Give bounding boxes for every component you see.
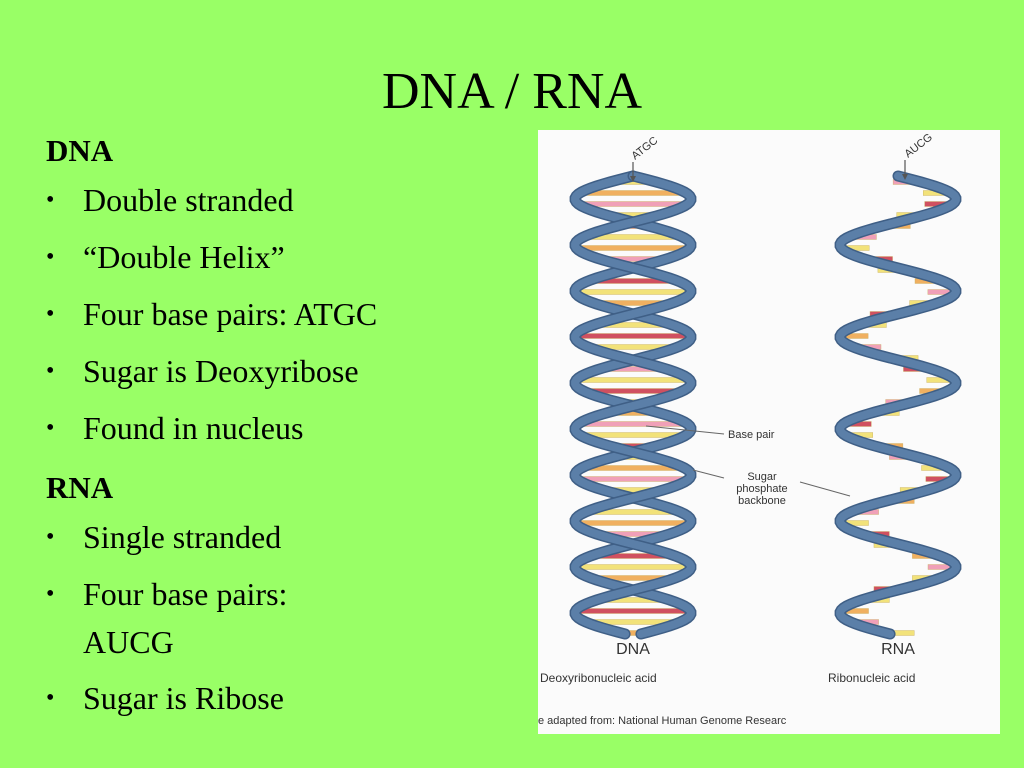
rna-single-strand xyxy=(834,170,962,640)
bullet-text: Found in nucleus xyxy=(83,410,304,446)
dna-double-helix xyxy=(569,170,697,640)
backbone-pointer-left xyxy=(692,469,725,479)
base-pair xyxy=(576,476,690,482)
base-pair xyxy=(576,245,690,251)
list-item: • “Double Helix” xyxy=(46,229,516,286)
base-pair xyxy=(574,333,692,339)
dna-label: DNA xyxy=(616,641,650,658)
dna-sequence-label: ATGC xyxy=(629,135,660,163)
bullet-text: Sugar is Ribose xyxy=(83,680,284,716)
slide-title: DNA / RNA xyxy=(381,63,643,120)
rna-full-name: Ribonucleic acid xyxy=(828,671,915,685)
bullet-icon: • xyxy=(46,524,55,550)
dna-rna-illustration: ATGC AUCG Base pair Sugar phosphate back… xyxy=(538,130,1000,734)
backbone-label-line3: backbone xyxy=(738,495,786,507)
base-pair xyxy=(574,564,692,570)
bullet-icon: • xyxy=(46,244,55,270)
base-pair-pointer xyxy=(645,425,725,435)
helix-diagram: ATGC AUCG Base pair Sugar phosphate back… xyxy=(538,131,962,727)
dna-bullet-list: • Double stranded • “Double Helix” • Four b… xyxy=(46,172,516,457)
bullet-icon: • xyxy=(46,187,55,213)
backbone-pointer-right xyxy=(799,481,851,497)
rna-label: RNA xyxy=(881,641,915,658)
list-item: • Double stranded xyxy=(46,172,516,229)
image-credit: e adapted from: National Human Genome Re… xyxy=(538,715,787,727)
dna-heading: DNA xyxy=(46,133,114,168)
text-column: DNA • Double stranded • “Double Helix” • Fo… xyxy=(46,130,516,727)
bullet-text: “Double Helix” xyxy=(83,239,285,275)
base-pair xyxy=(576,377,690,383)
base-pair xyxy=(574,289,692,295)
list-item: • Found in nucleus xyxy=(46,400,516,457)
backbone-label-line1: Sugar xyxy=(747,471,777,483)
base-pair xyxy=(575,520,691,526)
rna-sequence-label: AUCG xyxy=(902,131,934,160)
dna-strand-front-fill xyxy=(571,172,695,638)
list-item: • Sugar is Ribose xyxy=(46,670,516,727)
base-pair xyxy=(575,608,691,614)
bullet-text: Single stranded xyxy=(83,519,282,555)
rna-strand-fill xyxy=(836,172,960,638)
list-item: • Sugar is Deoxyribose xyxy=(46,343,516,400)
bullet-text: Double stranded xyxy=(83,182,294,218)
list-item: • Single stranded xyxy=(46,509,516,566)
bullet-text-continued: AUCG xyxy=(83,624,174,660)
bullet-text: Sugar is Deoxyribose xyxy=(83,353,359,389)
bullet-icon: • xyxy=(46,415,55,441)
rna-bullet-list: • Single stranded • Four base pairs: AUCG •… xyxy=(46,509,516,727)
bullet-icon: • xyxy=(46,301,55,327)
list-item: • Four base pairs: AUCG xyxy=(46,566,516,670)
bullet-icon: • xyxy=(46,358,55,384)
bullet-icon: • xyxy=(46,581,55,607)
bullet-icon: • xyxy=(46,685,55,711)
backbone-label-line2: phosphate xyxy=(736,483,787,495)
dna-full-name: Deoxyribonucleic acid xyxy=(540,671,657,685)
bullet-text: Four base pairs: ATGC xyxy=(83,296,378,332)
bullet-text: Four base pairs: xyxy=(83,576,288,612)
rna-heading: RNA xyxy=(46,470,114,505)
base-pair-label: Base pair xyxy=(728,429,775,441)
list-item: • Four base pairs: ATGC xyxy=(46,286,516,343)
